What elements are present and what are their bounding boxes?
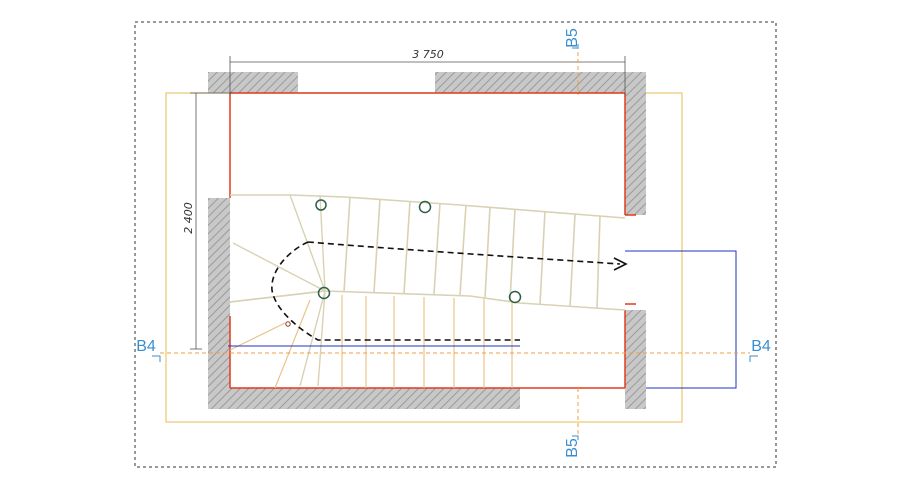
walls: [208, 72, 646, 409]
newel-posts: [315, 199, 522, 304]
wall-right-upper: [625, 93, 646, 215]
section-marker-right: B4: [749, 338, 771, 362]
landing-outline: [625, 250, 737, 389]
post-icon: [508, 290, 522, 304]
post-icon: [418, 200, 432, 214]
post-icon: [317, 286, 331, 300]
post-icon: [315, 199, 327, 211]
wall-top-right: [435, 72, 646, 93]
wall-right-lower: [625, 310, 646, 409]
section-marker-bottom: B5: [564, 435, 581, 458]
section-marker-left: B4: [136, 338, 161, 362]
section-label-b4-left: B4: [136, 338, 156, 355]
dimension-height: [190, 92, 232, 350]
section-marker-top: B5: [564, 28, 581, 49]
section-label-b5-top: B5: [564, 28, 581, 48]
wall-bottom: [208, 388, 520, 409]
stair-lower-flight: [229, 295, 513, 389]
section-label-b4-right: B4: [751, 338, 771, 355]
stair-winders: [229, 194, 326, 387]
wall-top-left: [208, 72, 298, 93]
width-dimension-label: 3 750: [412, 48, 444, 61]
dimension-width: [229, 56, 626, 95]
section-label-b5-bottom: B5: [564, 438, 581, 458]
walking-line-start-icon: [285, 321, 291, 327]
height-dimension-label: 2 400: [182, 202, 195, 234]
walking-line: [271, 241, 621, 341]
inner-outline: [229, 92, 636, 389]
drawing-frame: [134, 21, 777, 468]
wall-left: [208, 198, 230, 409]
walking-line-arrow-icon: [613, 257, 628, 271]
